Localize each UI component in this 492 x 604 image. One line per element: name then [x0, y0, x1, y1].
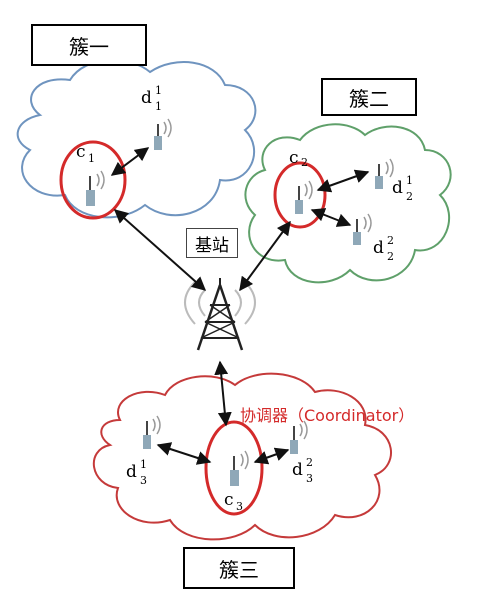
coordinator-icon [86, 170, 105, 206]
device-icon [143, 415, 161, 449]
arrow-c2-d1 [316, 169, 370, 193]
arrow-c3-d2 [253, 447, 290, 465]
device-icon [154, 118, 172, 150]
arrow-c2-base [239, 220, 291, 292]
arrow-c3-d1 [156, 442, 212, 465]
coordinator-2-ring [273, 161, 327, 229]
arrow-c3-base [214, 360, 232, 427]
device-icon [290, 420, 308, 454]
coordinator-annotation: 协调器（Coordinator） [240, 406, 415, 425]
device-icon [353, 213, 372, 245]
coordinator-1-ring [59, 140, 127, 220]
base-station-tower-icon [184, 278, 256, 351]
link-arrows [110, 147, 370, 465]
cluster-1-title: 簇一 [31, 24, 147, 66]
device-icon [375, 158, 394, 189]
arrow-c1-base [113, 209, 207, 291]
coordinator-icon [230, 450, 249, 486]
arrow-c1-d1 [110, 147, 150, 176]
arrow-c2-d2 [310, 208, 352, 227]
coordinator-3-ring [204, 420, 264, 516]
coordinator-icon [295, 180, 313, 214]
cluster-2-title: 簇二 [321, 78, 417, 116]
cluster-1-cloud [16, 59, 257, 219]
cluster-3-title: 簇三 [183, 547, 295, 589]
base-station-label: 基站 [186, 228, 238, 258]
